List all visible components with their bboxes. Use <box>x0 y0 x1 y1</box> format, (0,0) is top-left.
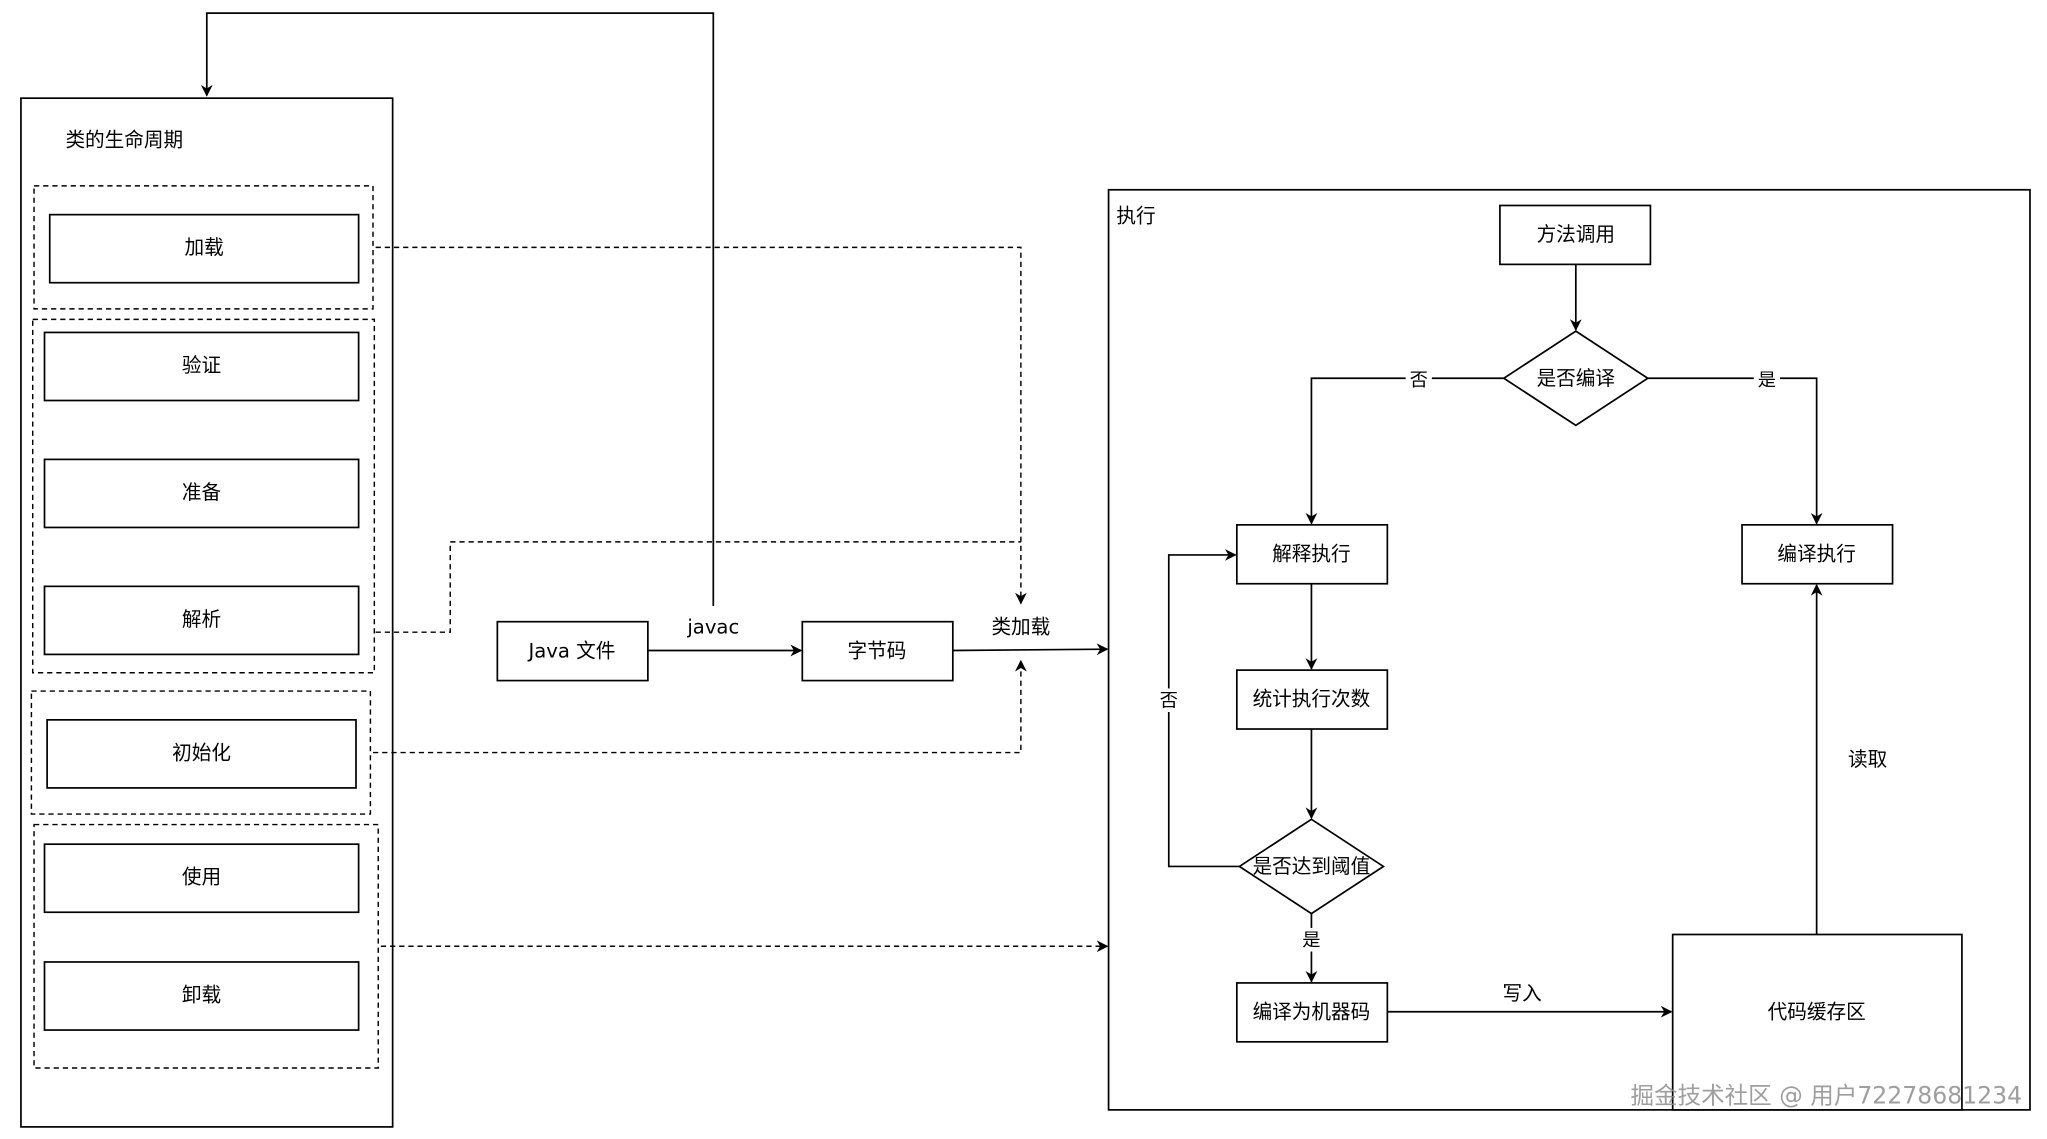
yes-top-label-bg <box>1753 367 1780 392</box>
threshold-label: 是否达到阈值 <box>1253 855 1371 878</box>
yes-threshold-label: 是 <box>1302 930 1320 951</box>
javac-label: javac <box>686 615 739 638</box>
execution-title: 执行 <box>1116 204 1155 227</box>
load-box <box>48 213 360 284</box>
resolve-box <box>43 585 360 656</box>
init-dashed-connector <box>373 659 1027 754</box>
load-group <box>33 185 374 310</box>
no-to-interpret-arrow <box>1305 377 1504 525</box>
read-label: 读取 <box>1848 748 1887 771</box>
unload-box <box>43 961 360 1031</box>
yes-to-compiled-arrow <box>1647 377 1823 525</box>
no-loop-label-bg <box>1155 688 1182 712</box>
load-dashed-connector <box>375 246 1027 605</box>
verify-box <box>43 331 360 402</box>
count-exec-label: 统计执行次数 <box>1253 688 1371 711</box>
compiled-exec-box <box>1741 523 1894 585</box>
init-group <box>30 690 372 815</box>
is-compiled-decision <box>1502 330 1650 427</box>
lifecycle-title: 类的生命周期 <box>65 129 183 152</box>
code-cache-label: 代码缓存区 <box>1768 1001 1866 1024</box>
class-loading-label: 类加载 <box>991 615 1050 638</box>
use-label: 使用 <box>182 866 221 889</box>
is-compiled-label: 是否编译 <box>1537 367 1616 390</box>
compile-machine-box <box>1235 982 1389 1043</box>
yes-threshold-label-bg <box>1298 927 1325 952</box>
load-label: 加载 <box>185 236 224 259</box>
unload-label: 卸载 <box>182 984 221 1007</box>
use-group <box>33 823 379 1069</box>
prepare-label: 准备 <box>182 481 222 504</box>
verify-label: 验证 <box>182 354 221 377</box>
javac-to-lifecycle-arrow <box>200 12 715 606</box>
execution-container <box>1107 188 2031 1111</box>
prepare-box <box>43 458 360 529</box>
bytecode-label: 字节码 <box>847 639 906 662</box>
java-file-box <box>496 620 649 682</box>
java-file-label: Java 文件 <box>526 639 615 662</box>
no-top-label: 否 <box>1410 370 1428 391</box>
compiled-exec-label: 编译执行 <box>1777 542 1856 565</box>
interpret-label: 解释执行 <box>1272 542 1351 565</box>
bytecode-box <box>801 620 954 682</box>
no-loop-label: 否 <box>1160 691 1178 712</box>
init-box <box>46 719 357 789</box>
write-label: 写入 <box>1503 982 1542 1005</box>
method-call-label: 方法调用 <box>1537 223 1616 246</box>
resolve-dashed-connector <box>375 541 1021 633</box>
bytecode-to-exec-arrow <box>952 643 1109 656</box>
watermark-text: 掘金技术社区 @ 用户72278681234 <box>1630 1081 2022 1109</box>
init-label: 初始化 <box>172 741 231 764</box>
method-call-box <box>1499 204 1652 266</box>
resolve-label: 解析 <box>182 608 221 631</box>
compile-machine-label: 编译为机器码 <box>1253 1001 1371 1024</box>
yes-top-label: 是 <box>1758 370 1776 391</box>
code-cache-box <box>1671 933 1963 1111</box>
interpret-box <box>1235 523 1389 585</box>
no-top-label-bg <box>1405 367 1432 392</box>
use-box <box>43 843 360 914</box>
